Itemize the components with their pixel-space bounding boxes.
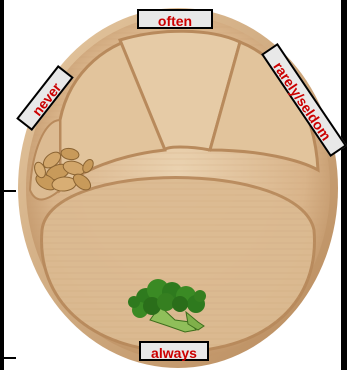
label-often: often [137, 9, 213, 29]
edge-tick-bottom [0, 357, 16, 359]
right-edge-bar [341, 0, 347, 370]
edge-tick-top [0, 190, 16, 192]
label-always: always [139, 341, 209, 361]
left-edge-bar [0, 0, 4, 370]
